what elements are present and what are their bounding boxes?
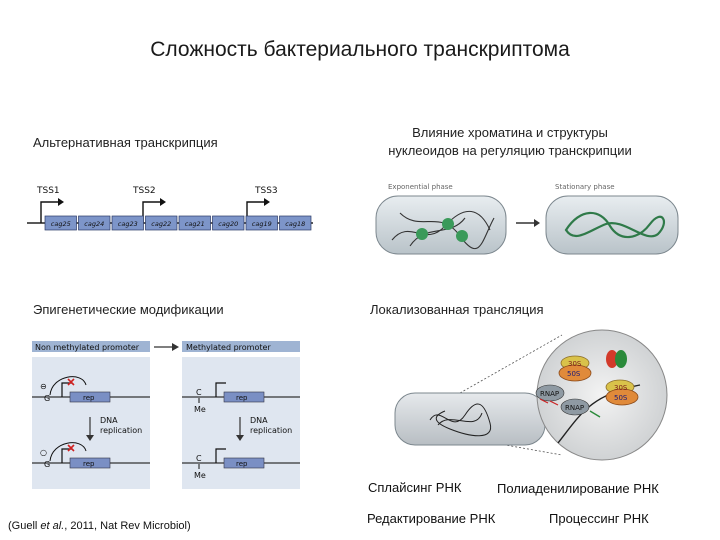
gene-box (145, 215, 178, 231)
gene-label: cag22 (151, 220, 171, 228)
alt-transcription-heading: Альтернативная транскрипция (33, 135, 218, 150)
rep-gene-label: rep (236, 394, 248, 402)
replication-label-right: replication (250, 426, 292, 435)
rna-editing-label: Редактирование РНК (367, 511, 496, 526)
gene-label: cag23 (118, 220, 138, 228)
chromatin-heading-line1: Влияние хроматина и структуры (412, 125, 608, 140)
c-label: C (196, 388, 202, 397)
ribosome-30s-label-top: 30S (568, 360, 582, 368)
methylated-header: Methylated promoter (186, 343, 271, 352)
exponential-phase-label: Exponential phase (388, 183, 453, 191)
svg-text:⊖: ⊖ (40, 382, 47, 391)
citation-post: , 2011, Nat Rev Microbiol) (64, 520, 191, 532)
localized-translation-diagram: 30S 50S 30S 50S RNAP RNAP (394, 329, 668, 461)
rna-processing-label: Процессинг РНК (549, 511, 649, 526)
gene-box (111, 215, 144, 231)
citation-pre: (Guell (8, 520, 41, 532)
rep-gene-label: rep (83, 460, 95, 468)
epigenetic-heading: Эпигенетические модификации (33, 302, 224, 317)
gene-box (212, 215, 245, 231)
gene-box (78, 215, 111, 231)
gene-label: cag24 (84, 220, 104, 228)
ribosome-30s-label-bottom: 30S (614, 384, 628, 392)
polyadenylation-label: Полиаденилирование РНК (497, 481, 659, 496)
methylation-diagram: Non methylated promoter Methylated promo… (32, 341, 300, 489)
dna-label-right: DNA (250, 416, 268, 425)
gene-box (245, 215, 278, 231)
c-label: C (196, 454, 202, 463)
gene-box (178, 215, 211, 231)
me-label: Me (194, 405, 206, 414)
rep-gene-label: rep (83, 394, 95, 402)
tss1-label: TSS1 (36, 186, 60, 196)
gene-label: cag25 (51, 220, 71, 228)
ribosome-50s-label-top: 50S (567, 370, 581, 378)
chromatin-heading-line2: нуклеоидов на регуляцию транскрипции (388, 143, 632, 158)
operon-diagram: TSS1 TSS2 TSS3 cag25 cag24 cag23 cag22 cag21… (27, 186, 313, 231)
rnap-label-right: RNAP (565, 404, 584, 412)
me-label: Me (194, 471, 206, 480)
gene-label: cag20 (218, 220, 238, 228)
rep-gene-label: rep (236, 460, 248, 468)
translation-heading: Локализованная трансляция (370, 302, 544, 317)
citation: (Guell et al., 2011, Nat Rev Microbiol) (8, 520, 191, 532)
page-title: Сложность бактериального транскриптома (150, 38, 570, 61)
chromatin-heading: Влияние хроматина и структуры нуклеоидов… (355, 124, 665, 160)
nucleoid-diagram: Exponential phase Stationary phase (375, 183, 679, 255)
g-label: G (44, 460, 50, 469)
citation-et-al: et al. (40, 520, 65, 532)
svg-text:○: ○ (40, 448, 47, 457)
replication-label-left: replication (100, 426, 142, 435)
gene-label: cag18 (285, 220, 305, 228)
gene-label: cag21 (185, 220, 205, 228)
gene-label: cag19 (252, 220, 272, 228)
non-methylated-header: Non methylated promoter (35, 343, 140, 352)
rnap-label-left: RNAP (540, 390, 559, 398)
rna-splicing-label: Сплайсинг РНК (368, 480, 462, 495)
dna-label-left: DNA (100, 416, 118, 425)
gene-box (279, 215, 312, 231)
tss3-label: TSS3 (254, 186, 278, 196)
ribosome-50s-label-bottom: 50S (614, 394, 628, 402)
tss2-label: TSS2 (132, 186, 156, 196)
g-label: G (44, 394, 50, 403)
gene-box (44, 215, 77, 231)
stationary-phase-label: Stationary phase (555, 183, 615, 191)
